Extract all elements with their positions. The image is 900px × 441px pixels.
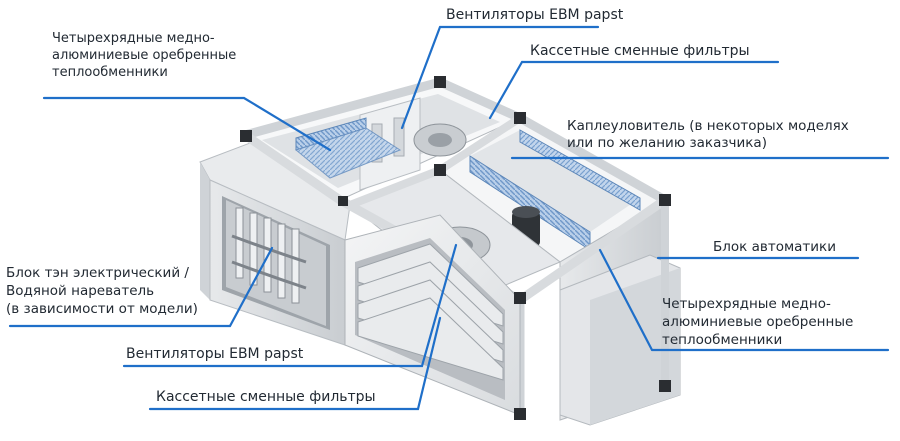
label-fans-bottom-line1: Вентиляторы EBM papst (126, 346, 304, 362)
label-automation-block: Блок автоматики (713, 239, 836, 256)
label-hex-left-line2: алюминиевые оребренные (52, 48, 237, 63)
label-hex-right-line1: Четырехрядные медно- (662, 296, 831, 312)
label-drip-line1: Каплеуловитель (в некоторых моделях (567, 118, 849, 134)
leader-filters-bottom (148, 316, 442, 411)
label-hex-right-line3: теплообменники (662, 332, 783, 348)
leader-hex-right (598, 248, 890, 352)
label-automation-line1: Блок автоматики (713, 239, 836, 255)
label-drip-eliminator: Каплеуловитель (в некоторых моделях или … (567, 118, 849, 152)
leader-fans-top (400, 25, 600, 130)
label-heater-line2: Водяной нареватель (6, 283, 155, 299)
label-fans-top-line1: Вентиляторы EBM papst (446, 7, 624, 23)
label-heater-line3: (в зависимости от модели) (6, 301, 198, 317)
label-hex-left-line3: теплообменники (52, 65, 168, 80)
label-fans-bottom: Вентиляторы EBM papst (126, 346, 303, 363)
label-hex-left-line1: Четырехрядные медно- (52, 31, 215, 46)
label-hex-right-line2: алюминиевые оребренные (662, 314, 854, 330)
label-filters-bottom: Кассетные сменные фильтры (156, 389, 376, 406)
heater-block (199, 139, 351, 346)
label-filters-top: Кассетные сменные фильтры (530, 43, 750, 60)
leader-heater (8, 246, 274, 328)
label-heat-exchangers-right: Четырехрядные медно- алюминиевые оребрен… (662, 295, 853, 349)
leader-hex-left (42, 96, 332, 152)
label-drip-line2: или по желанию заказчика) (567, 135, 767, 151)
leader-fans-bottom (122, 243, 458, 368)
label-heater-block: Блок тэн электрический / Водяной нареват… (6, 264, 198, 318)
label-heater-line1: Блок тэн электрический / (6, 265, 189, 281)
leader-filters-top (488, 60, 780, 120)
label-heat-exchangers-left: Четырехрядные медно- алюминиевые оребрен… (52, 30, 236, 81)
label-fans-top: Вентиляторы EBM papst (446, 7, 623, 24)
label-filters-top-line1: Кассетные сменные фильтры (530, 43, 750, 59)
leader-lines (8, 25, 890, 411)
label-filters-bottom-line1: Кассетные сменные фильтры (156, 389, 376, 405)
